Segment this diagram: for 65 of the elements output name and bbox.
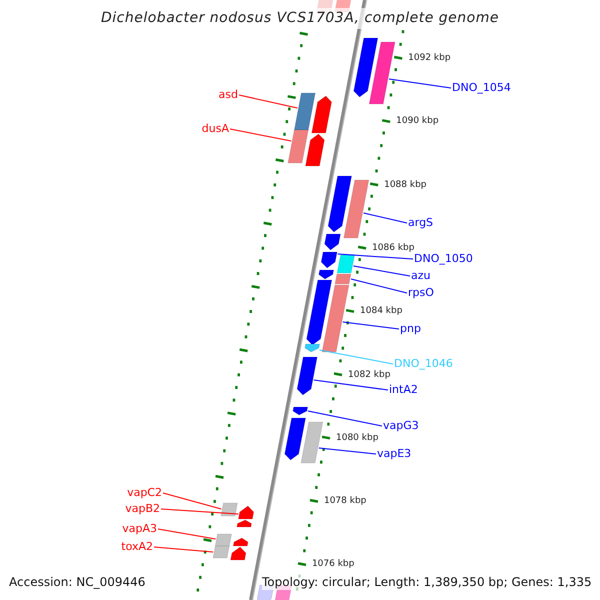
- gene-block: [288, 130, 309, 164]
- gene-block: [300, 422, 324, 464]
- gene-label: vapC2: [127, 485, 162, 501]
- gene-block: [343, 180, 370, 238]
- gene-block: [214, 534, 232, 546]
- scale-label: 1078 kbp: [324, 496, 366, 506]
- leader-line: [342, 322, 400, 330]
- gene-block: [220, 502, 238, 516]
- gene-feature: [305, 134, 325, 166]
- gene-feature: [232, 538, 248, 546]
- scale-label: 1090 kbp: [396, 116, 439, 126]
- gene-label: dusA: [202, 121, 229, 137]
- gene-block: [368, 42, 396, 104]
- gene-block: [294, 92, 316, 130]
- gene-label: vapG3: [383, 418, 419, 434]
- gene-label: asd: [218, 87, 238, 103]
- leader-line: [337, 254, 414, 260]
- gene-feature: [284, 418, 306, 460]
- gene-label: DNO_1054: [452, 80, 511, 96]
- gene-label: pnp: [400, 321, 421, 337]
- gene-feature: [311, 96, 332, 134]
- scale-label: 1076 kbp: [312, 559, 354, 570]
- gene-label: rpsO: [408, 285, 434, 301]
- gene-feature: [304, 344, 320, 352]
- gene-feature: [230, 546, 246, 560]
- scale-label: 1088 kbp: [384, 180, 427, 190]
- gene-label: DNO_1050: [414, 251, 473, 267]
- gene-label: toxA2: [121, 539, 153, 555]
- gene-block: [336, 254, 355, 274]
- leader-line: [154, 546, 214, 552]
- gene-label: vapE3: [377, 446, 412, 462]
- genome-info-text: Topology: circular; Length: 1,389,350 bp; Genes: 1,335: [262, 574, 592, 590]
- scale-label: 1086 kbp: [372, 242, 414, 253]
- gene-feature: [236, 520, 252, 528]
- gene-label: vapB2: [125, 501, 160, 517]
- gene-feature: [324, 234, 341, 250]
- gene-label: intA2: [389, 382, 418, 398]
- gene-feature: [296, 356, 318, 396]
- gene-feature: [238, 506, 254, 520]
- leader-line: [350, 278, 408, 294]
- leader-line: [363, 212, 408, 224]
- scale-label: 1080 kbp: [336, 432, 378, 443]
- leader-line: [319, 350, 394, 364]
- leader-line: [160, 508, 239, 514]
- leader-line: [230, 128, 292, 142]
- gene-feature: [353, 38, 378, 98]
- gene-label: azu: [411, 268, 430, 284]
- gene-label: DNO_1046: [394, 356, 453, 372]
- leader-line: [352, 266, 410, 276]
- leader-line: [318, 448, 376, 454]
- leader-line: [158, 528, 216, 540]
- gene-block: [212, 546, 230, 558]
- scale-label: 1082 kbp: [348, 370, 390, 380]
- leader-line: [313, 380, 388, 390]
- leader-line: [388, 78, 452, 88]
- gene-feature: [292, 406, 308, 416]
- leader-line: [238, 94, 298, 108]
- gene-label: vapA3: [122, 521, 157, 537]
- scale-label: 1092 kbp: [408, 53, 451, 63]
- gene-label: argS: [408, 215, 434, 231]
- leader-line: [307, 410, 382, 426]
- accession-text: Accession: NC_009446: [9, 574, 146, 590]
- gene-feature: [320, 252, 338, 268]
- scale-label: 1084 kbp: [360, 306, 402, 316]
- leader-line: [162, 492, 222, 510]
